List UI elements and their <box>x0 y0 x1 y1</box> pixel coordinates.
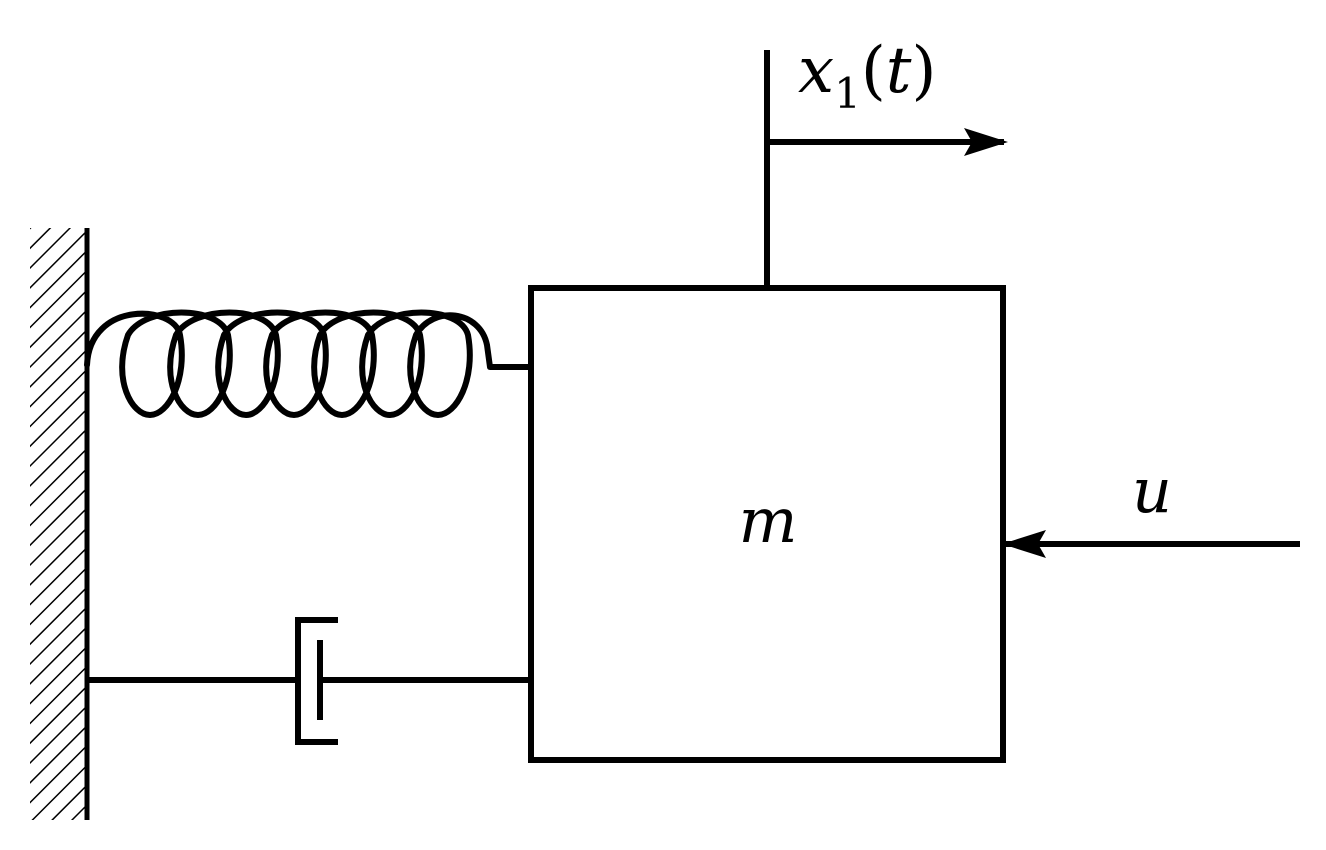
input-force: u <box>1002 454 1300 558</box>
wall <box>30 228 90 820</box>
displacement-indicator: x1(t) <box>764 34 1008 288</box>
spring <box>84 309 533 418</box>
damper <box>87 617 530 745</box>
mass-label: m <box>739 484 798 557</box>
spring-coil <box>84 309 533 418</box>
input-force-label: u <box>1132 454 1172 527</box>
displacement-label: x1(t) <box>798 34 936 118</box>
damper-cylinder <box>295 617 338 745</box>
mass: m <box>528 285 1006 763</box>
wall-hatching <box>30 228 86 820</box>
